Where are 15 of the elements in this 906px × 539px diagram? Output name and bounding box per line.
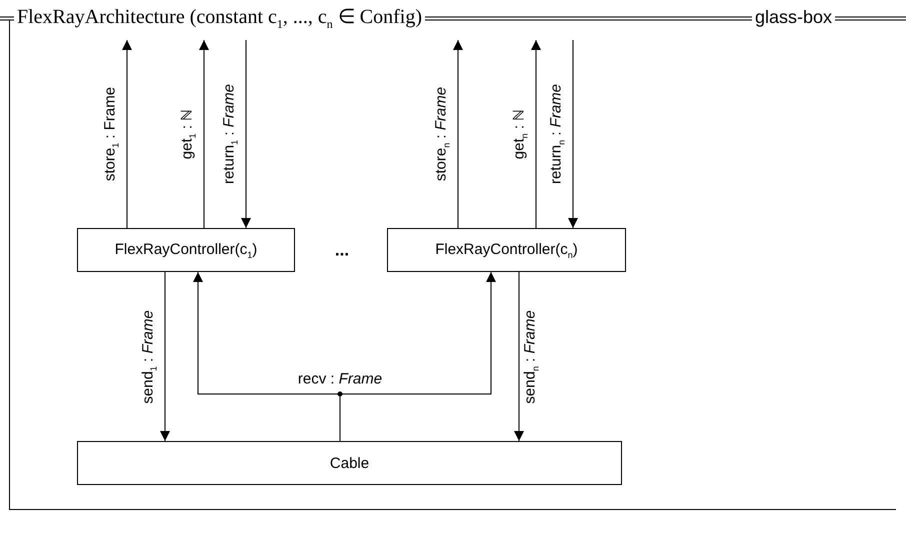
box-label: FlexRayController(c$_{n}$) [435, 240, 578, 260]
cable-box [77, 441, 622, 485]
arrow [241, 40, 251, 228]
arrow [160, 272, 170, 442]
arrow [199, 40, 209, 228]
arrow [122, 40, 132, 228]
arrow [453, 40, 463, 228]
arrow [531, 40, 541, 228]
box-label: Cable [330, 454, 370, 472]
frame-kind: glass-box [752, 7, 836, 27]
controller-box [77, 228, 295, 272]
controller-box [387, 228, 626, 272]
box-label: FlexRayController(c$_{1}$) [114, 240, 258, 260]
arrow [568, 40, 578, 228]
arrow [514, 272, 524, 442]
